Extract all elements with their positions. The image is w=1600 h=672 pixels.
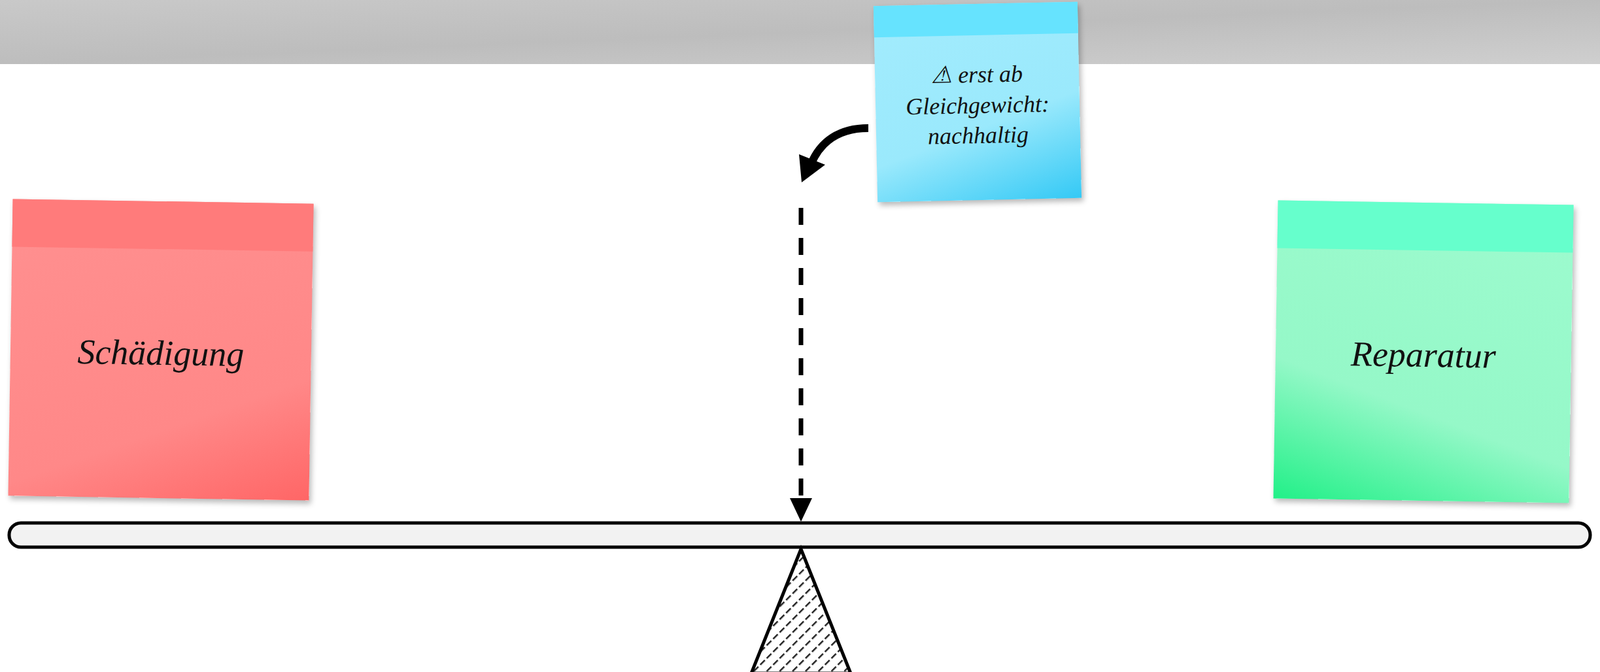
note-red: Schädigung [7, 198, 314, 501]
curved-arrowhead [799, 154, 826, 183]
note-text: ⚠ erst ab Gleichgewicht: nachhaltig [890, 57, 1066, 154]
note-band [11, 198, 314, 252]
note-text-group: ⚠ erst ab Gleichgewicht: nachhaltig [890, 57, 1066, 154]
pointer-arrowhead [789, 498, 813, 522]
balance-beam [9, 523, 1591, 548]
fulcrum [751, 549, 851, 672]
top-band [0, 0, 1600, 65]
note-blue: ⚠ erst ab Gleichgewicht: nachhaltig [873, 1, 1082, 203]
note-text-group: Reparatur [1350, 330, 1497, 380]
note-text: Schädigung [77, 328, 245, 378]
dashed-pointer [799, 207, 804, 499]
note-band [1276, 200, 1574, 253]
note-text-group: Schädigung [77, 328, 245, 378]
curved-arrow [810, 128, 869, 165]
note-green: Reparatur [1273, 200, 1574, 503]
note-band [873, 1, 1079, 38]
note-text: Reparatur [1350, 330, 1497, 380]
